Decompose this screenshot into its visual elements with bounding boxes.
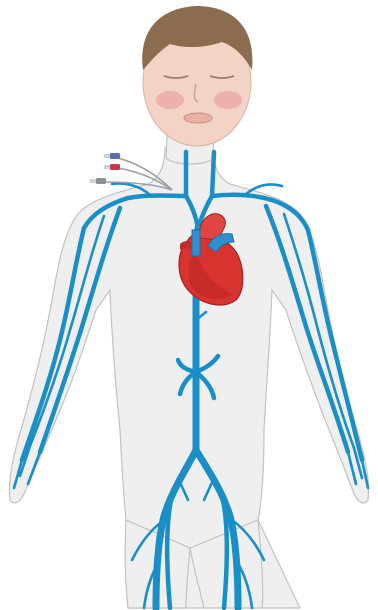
catheter-tip-3 <box>90 179 96 183</box>
catheter-hub-blue <box>110 153 120 159</box>
catheter-hub-red <box>110 164 120 170</box>
catheter-tip-1 <box>104 154 110 158</box>
left-cheek <box>156 91 184 109</box>
mouth <box>184 113 212 123</box>
right-cheek <box>214 91 242 109</box>
catheter-tip-2 <box>104 165 110 169</box>
superior-vena-cava-at-heart <box>192 230 200 256</box>
head <box>142 6 252 146</box>
right-jugular-vein <box>212 152 214 196</box>
catheter-hub-gray <box>96 178 106 184</box>
